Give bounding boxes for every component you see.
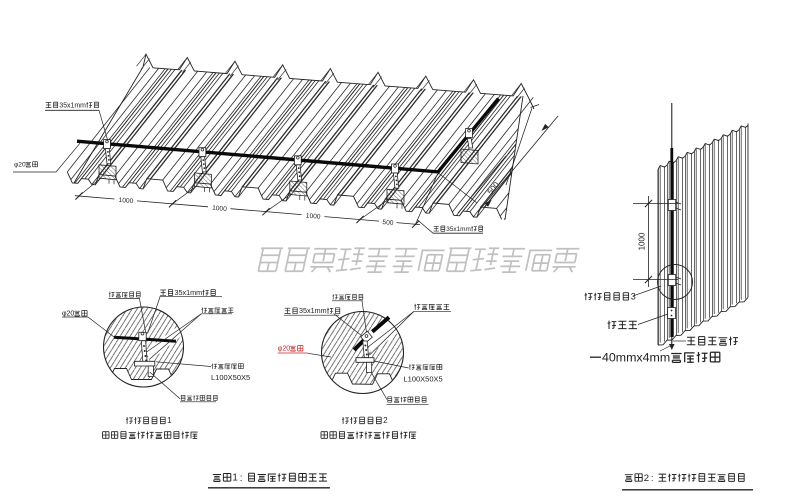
svg-text:φ20: φ20 (62, 311, 74, 318)
svg-text:φ20: φ20 (14, 162, 26, 169)
svg-text:3: 3 (631, 292, 636, 302)
svg-text:35x1mm: 35x1mm (59, 102, 86, 109)
svg-text:1000: 1000 (306, 213, 322, 221)
svg-text:1000: 1000 (212, 205, 228, 213)
svg-text:L100X50X5: L100X50X5 (211, 373, 250, 382)
svg-text:35x1mm: 35x1mm (175, 288, 203, 297)
svg-text:2: 2 (383, 416, 388, 425)
svg-text:500: 500 (382, 219, 394, 227)
svg-text::: : (651, 473, 654, 484)
svg-text::: : (240, 473, 243, 484)
svg-text:L100X50X5: L100X50X5 (404, 374, 443, 383)
svg-text:1: 1 (232, 473, 237, 484)
svg-text:40mmx4mm: 40mmx4mm (602, 350, 670, 364)
svg-text:1000: 1000 (118, 197, 134, 205)
svg-text:35x1mm: 35x1mm (446, 226, 471, 233)
svg-text:1000: 1000 (638, 232, 647, 250)
svg-text:35x1mm: 35x1mm (299, 306, 327, 315)
svg-text:φ20: φ20 (278, 346, 290, 353)
svg-text:2: 2 (644, 473, 649, 484)
svg-text:1: 1 (167, 416, 172, 425)
